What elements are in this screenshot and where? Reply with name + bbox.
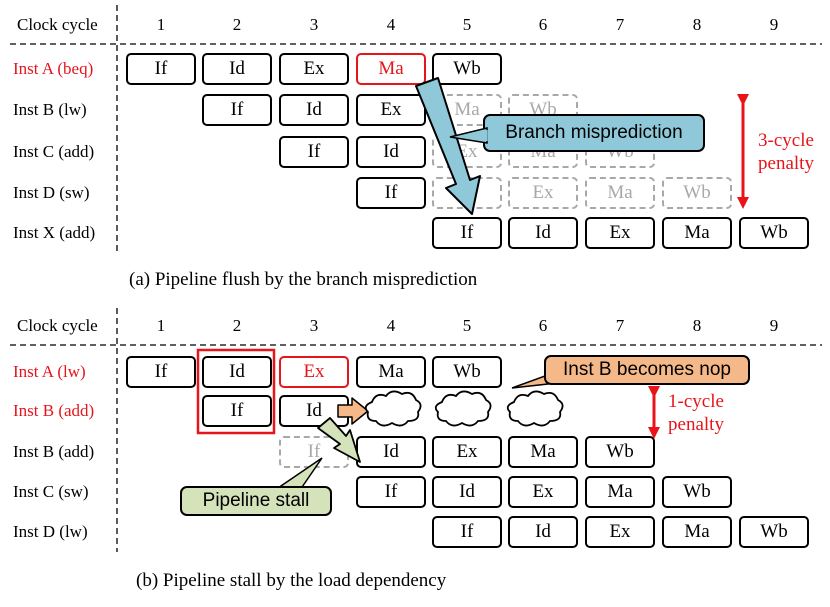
- cycle-number: 9: [769, 316, 779, 335]
- instruction-label: Inst B (add): [13, 442, 95, 461]
- stage-box: Wb: [739, 217, 809, 249]
- stage-box: Ma: [585, 476, 655, 508]
- branch-misprediction-callout: Branch misprediction: [483, 114, 705, 152]
- cycle-number: 5: [462, 15, 472, 34]
- bubble-icon: [506, 390, 564, 427]
- stage-box: Ma: [585, 177, 655, 209]
- cycle-number: 2: [232, 316, 242, 335]
- instruction-label: Inst B (lw): [13, 100, 87, 119]
- cycle-number: 8: [692, 316, 702, 335]
- stage-box: Ma: [356, 356, 426, 388]
- cycle-number: 7: [615, 316, 625, 335]
- clock-cycle-header: Clock cycle: [17, 316, 98, 335]
- stage-box: Ma: [356, 53, 426, 85]
- cycle-number: 3: [309, 316, 319, 335]
- cycle-number: 1: [156, 316, 166, 335]
- penalty-label-a: 3-cycle penalty: [746, 129, 826, 175]
- hazard-highlight-box: [196, 348, 276, 435]
- stage-box: If: [279, 136, 349, 168]
- instruction-label: Inst D (sw): [13, 183, 90, 202]
- instruction-label: Inst C (sw): [13, 482, 89, 501]
- cycle-number: 5: [462, 316, 472, 335]
- stage-box: If: [202, 94, 272, 126]
- cycle-number: 6: [538, 15, 548, 34]
- cycle-number: 2: [232, 15, 242, 34]
- cycle-number: 1: [156, 15, 166, 34]
- stage-box: If: [356, 476, 426, 508]
- penalty-line-1: 1-cycle: [668, 391, 724, 412]
- stage-box: Ex: [356, 94, 426, 126]
- pipeline-stall-callout: Pipeline stall: [180, 486, 332, 516]
- instruction-label: Inst B (add): [13, 401, 95, 420]
- stage-box: Wb: [662, 177, 732, 209]
- stage-box: Id: [279, 94, 349, 126]
- stage-box: Ex: [279, 53, 349, 85]
- stage-box: If: [432, 516, 502, 548]
- stall-arrow-icon: [317, 417, 361, 463]
- stage-box: Id: [202, 356, 272, 388]
- stage-box: Id: [508, 516, 578, 548]
- stage-box: Id: [356, 136, 426, 168]
- cycle-number: 4: [386, 316, 396, 335]
- stage-box: If: [126, 53, 196, 85]
- stage-box: Ma: [662, 217, 732, 249]
- stage-box: Id: [432, 476, 502, 508]
- nop-arrow-icon: [337, 397, 369, 425]
- stage-box: Ex: [508, 476, 578, 508]
- stage-box: If: [356, 177, 426, 209]
- stage-box: Ma: [662, 516, 732, 548]
- caption-b: (b) Pipeline stall by the load dependenc…: [136, 570, 447, 591]
- penalty-line-2: penalty: [668, 414, 724, 435]
- stage-box: Ex: [508, 177, 578, 209]
- cycle-number: 3: [309, 15, 319, 34]
- stage-box: If: [202, 395, 272, 427]
- nop-callout: Inst B becomes nop: [544, 355, 750, 385]
- instruction-label: Inst X (add): [13, 223, 96, 242]
- stage-box: Ex: [432, 436, 502, 468]
- penalty-line-1: 3-cycle: [758, 130, 814, 151]
- stage-box: Ex: [585, 516, 655, 548]
- bubble-icon: [434, 390, 492, 427]
- instruction-label: Inst A (lw): [13, 362, 86, 381]
- stage-box: If: [126, 356, 196, 388]
- stage-box: Wb: [585, 436, 655, 468]
- flush-arrow-icon: [415, 77, 481, 215]
- cycle-number: 9: [769, 15, 779, 34]
- bubble-icon: [364, 390, 422, 427]
- penalty-label-b: 1-cycle penalty: [660, 390, 732, 436]
- stage-box: Wb: [432, 53, 502, 85]
- stage-box: If: [432, 217, 502, 249]
- stage-box: Wb: [739, 516, 809, 548]
- penalty-line-2: penalty: [758, 153, 814, 174]
- instruction-label: Inst C (add): [13, 142, 95, 161]
- stage-box: Wb: [432, 356, 502, 388]
- cycle-number: 8: [692, 15, 702, 34]
- caption-a: (a) Pipeline flush by the branch mispred…: [129, 269, 478, 290]
- stage-box: Wb: [662, 476, 732, 508]
- clock-cycle-header: Clock cycle: [17, 15, 98, 34]
- stage-box: Ex: [585, 217, 655, 249]
- instruction-label: Inst A (beq): [13, 59, 94, 78]
- stage-box: Id: [508, 217, 578, 249]
- stage-box: Id: [202, 53, 272, 85]
- stage-box: Ma: [508, 436, 578, 468]
- cycle-number: 4: [386, 15, 396, 34]
- cycle-number: 7: [615, 15, 625, 34]
- stage-box: Id: [356, 436, 426, 468]
- cycle-number: 6: [538, 316, 548, 335]
- stage-box: Ex: [279, 356, 349, 388]
- instruction-label: Inst D (lw): [13, 522, 88, 541]
